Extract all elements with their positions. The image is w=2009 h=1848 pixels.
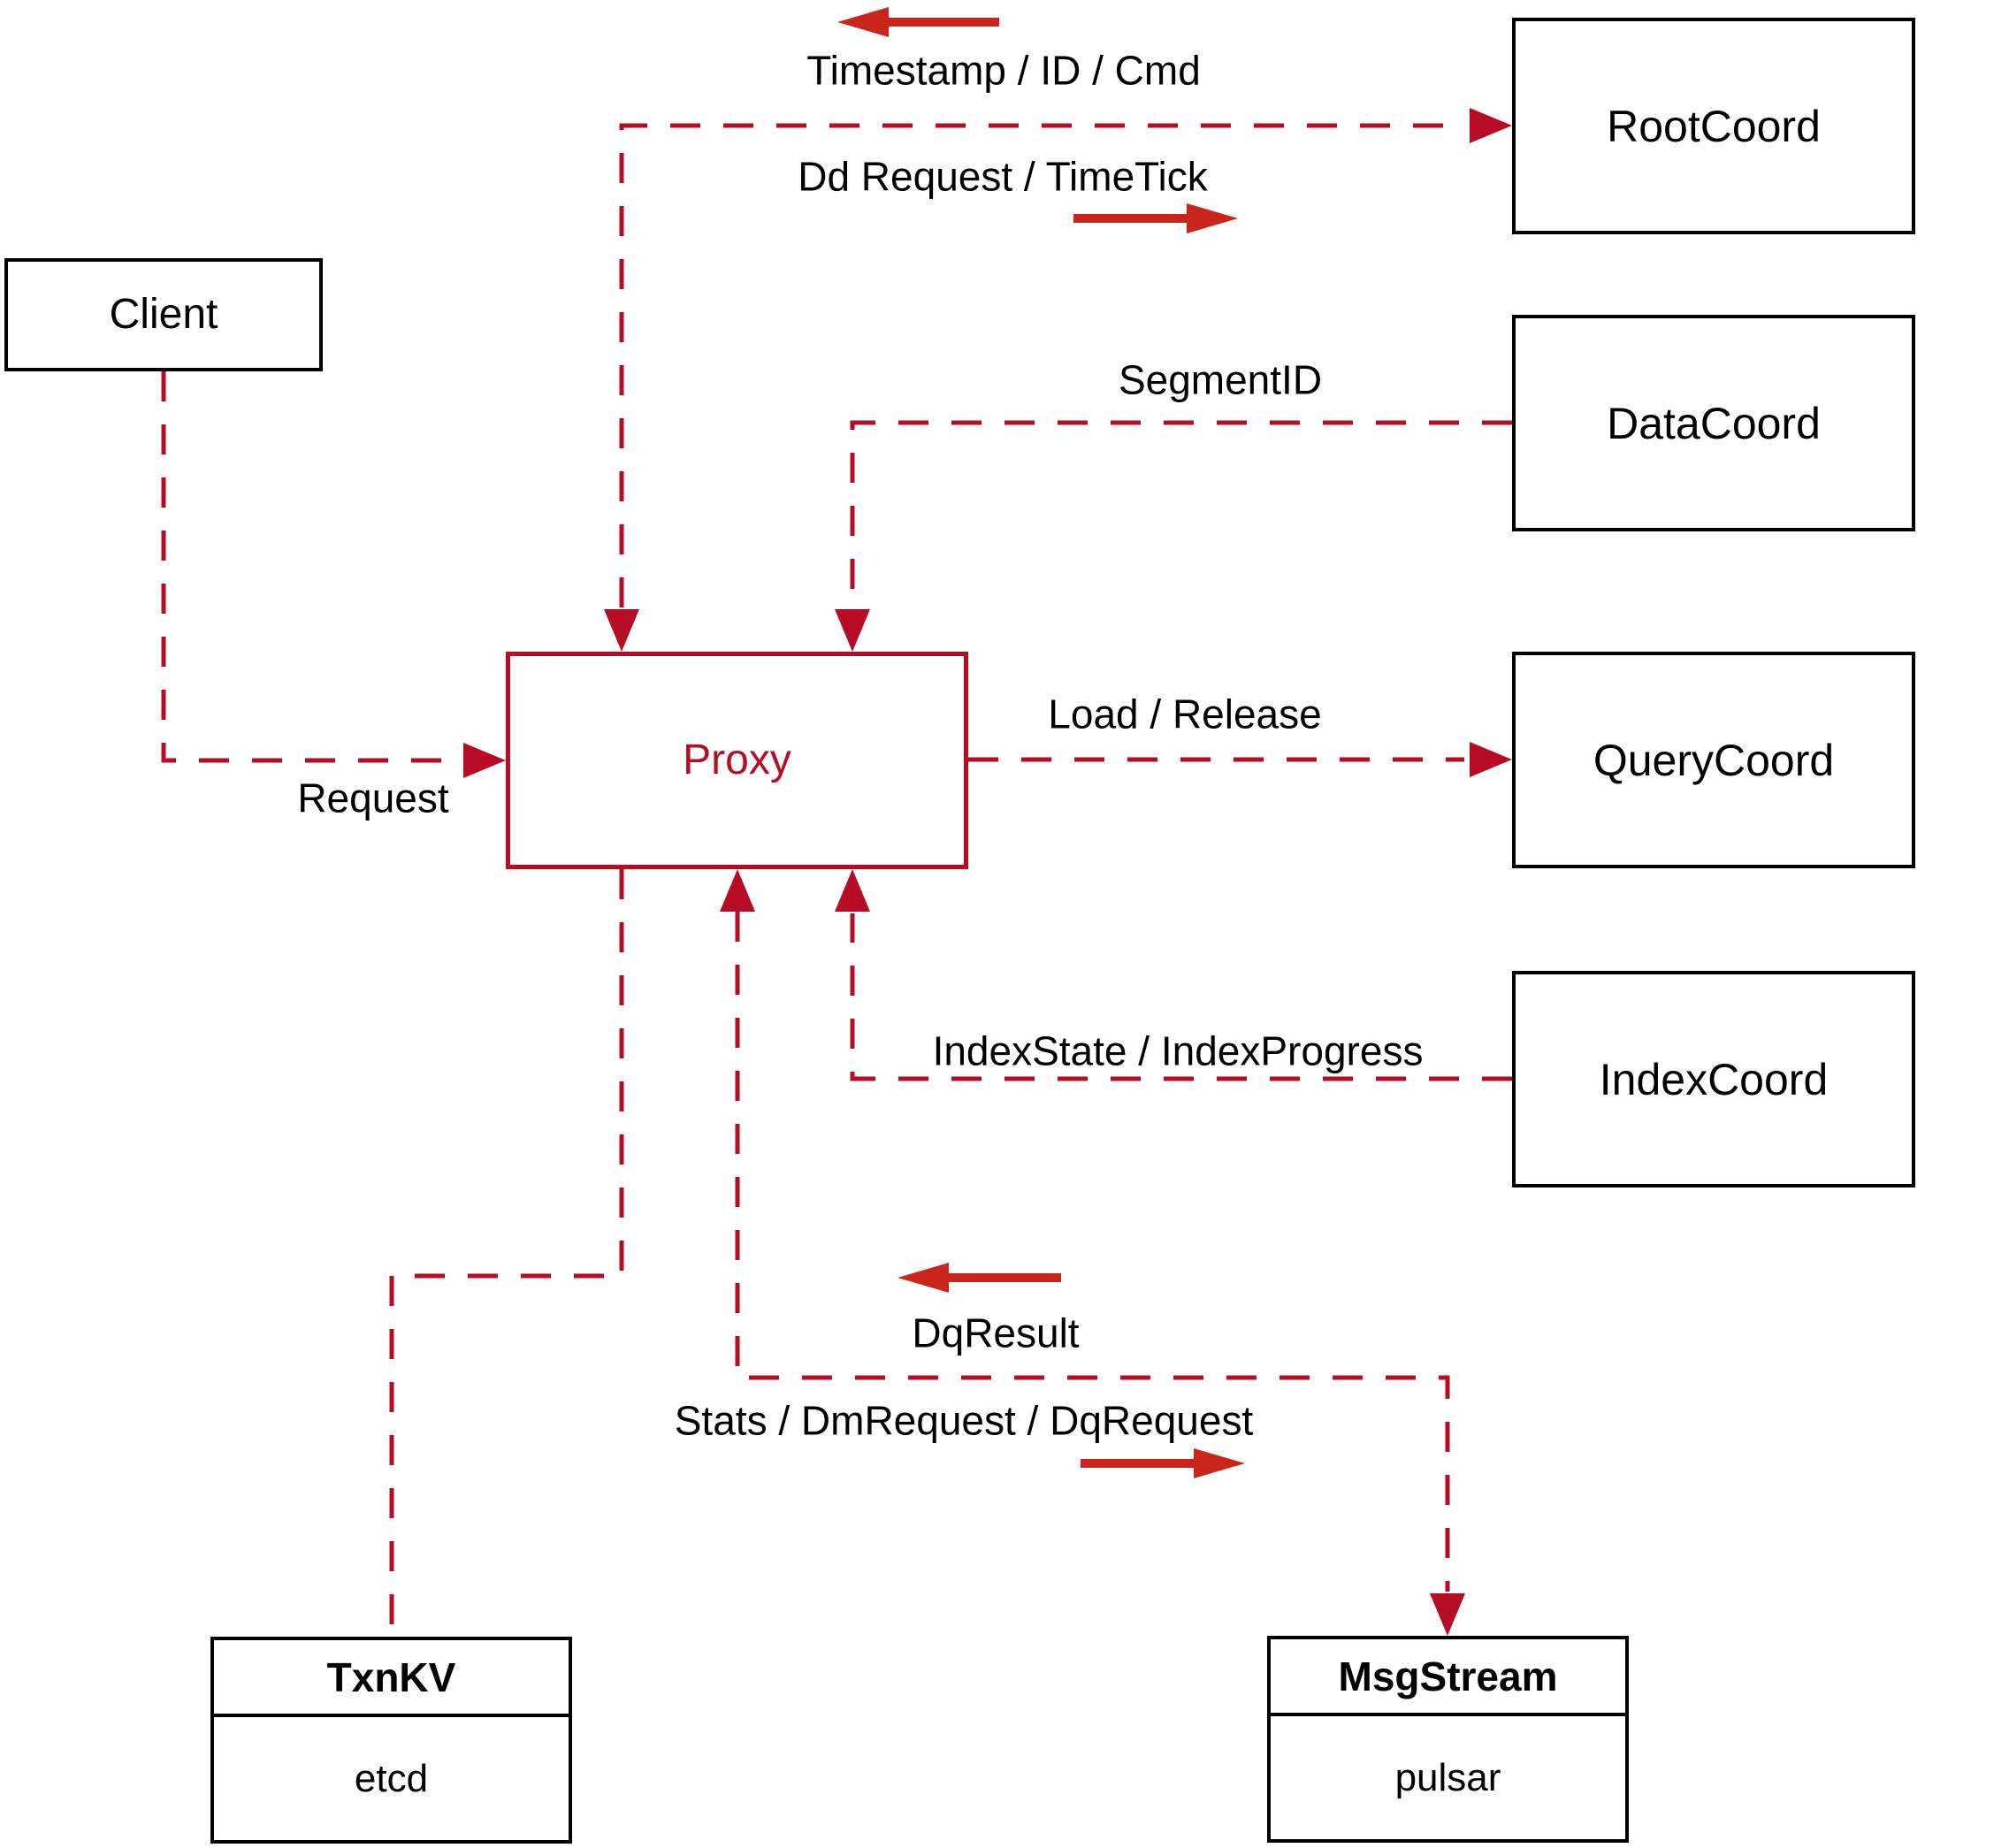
node-proxy-label: Proxy xyxy=(683,737,791,783)
node-msgstream-impl: pulsar xyxy=(1394,1755,1501,1799)
edge-indexcoord-proxy xyxy=(850,913,1512,1081)
node-indexcoord: IndexCoord xyxy=(1512,971,1915,1187)
node-indexcoord-label: IndexCoord xyxy=(1599,1054,1829,1104)
edge-label-segmentid: SegmentID xyxy=(1118,356,1323,403)
edge-label-dd-request-timetick: Dd Request / TimeTick xyxy=(798,153,1208,200)
edge-proxy-txnkv xyxy=(389,869,624,1635)
node-proxy: Proxy xyxy=(506,652,968,869)
arrowhead-into-msgstream xyxy=(1430,1593,1465,1636)
edge-label-timestamp-id-cmd: Timestamp / ID / Cmd xyxy=(806,47,1201,94)
arrowhead-into-proxy-top-right xyxy=(835,609,870,652)
arrowhead-into-querycoord xyxy=(1470,742,1512,777)
arrow-right-icon-stats xyxy=(1081,1448,1245,1478)
node-msgstream: MsgStream pulsar xyxy=(1267,1636,1629,1843)
node-client: Client xyxy=(4,258,323,371)
arrowhead-into-proxy-bottom-right xyxy=(835,869,870,912)
arrowhead-into-proxy-top-left xyxy=(604,609,639,652)
node-msgstream-title: MsgStream xyxy=(1271,1639,1625,1716)
arrow-left-icon-timestamp xyxy=(837,7,999,37)
arrowhead-into-rootcoord xyxy=(1470,108,1512,143)
edge-label-request: Request xyxy=(297,775,449,821)
node-txnkv: TxnKV etcd xyxy=(210,1637,572,1844)
node-rootcoord: RootCoord xyxy=(1512,18,1915,234)
edge-proxy-msgstream xyxy=(735,912,1450,1592)
node-querycoord-label: QueryCoord xyxy=(1593,735,1835,785)
arrowhead-into-proxy-left xyxy=(463,743,506,778)
edge-label-dqresult: DqResult xyxy=(912,1310,1080,1356)
node-querycoord: QueryCoord xyxy=(1512,652,1915,868)
edge-label-stats-dmrequest-dqrequest: Stats / DmRequest / DqRequest xyxy=(674,1397,1254,1444)
edge-proxy-rootcoord xyxy=(619,123,1463,607)
arrow-right-icon-ddrequest xyxy=(1073,203,1238,233)
node-datacoord-label: DataCoord xyxy=(1607,398,1821,448)
edge-label-load-release: Load / Release xyxy=(1048,691,1322,737)
node-txnkv-title: TxnKV xyxy=(214,1640,569,1717)
arrowhead-into-proxy-bottom-center xyxy=(720,869,755,912)
node-datacoord: DataCoord xyxy=(1512,315,1915,531)
arrow-left-icon-dqresult xyxy=(898,1263,1061,1293)
edge-datacoord-proxy xyxy=(850,420,1512,607)
node-txnkv-impl: etcd xyxy=(354,1756,429,1800)
node-client-label: Client xyxy=(109,291,218,338)
edge-label-indexstate-indexprogress: IndexState / IndexProgress xyxy=(932,1027,1424,1074)
edge-client-proxy xyxy=(161,371,460,763)
node-rootcoord-label: RootCoord xyxy=(1607,101,1821,151)
